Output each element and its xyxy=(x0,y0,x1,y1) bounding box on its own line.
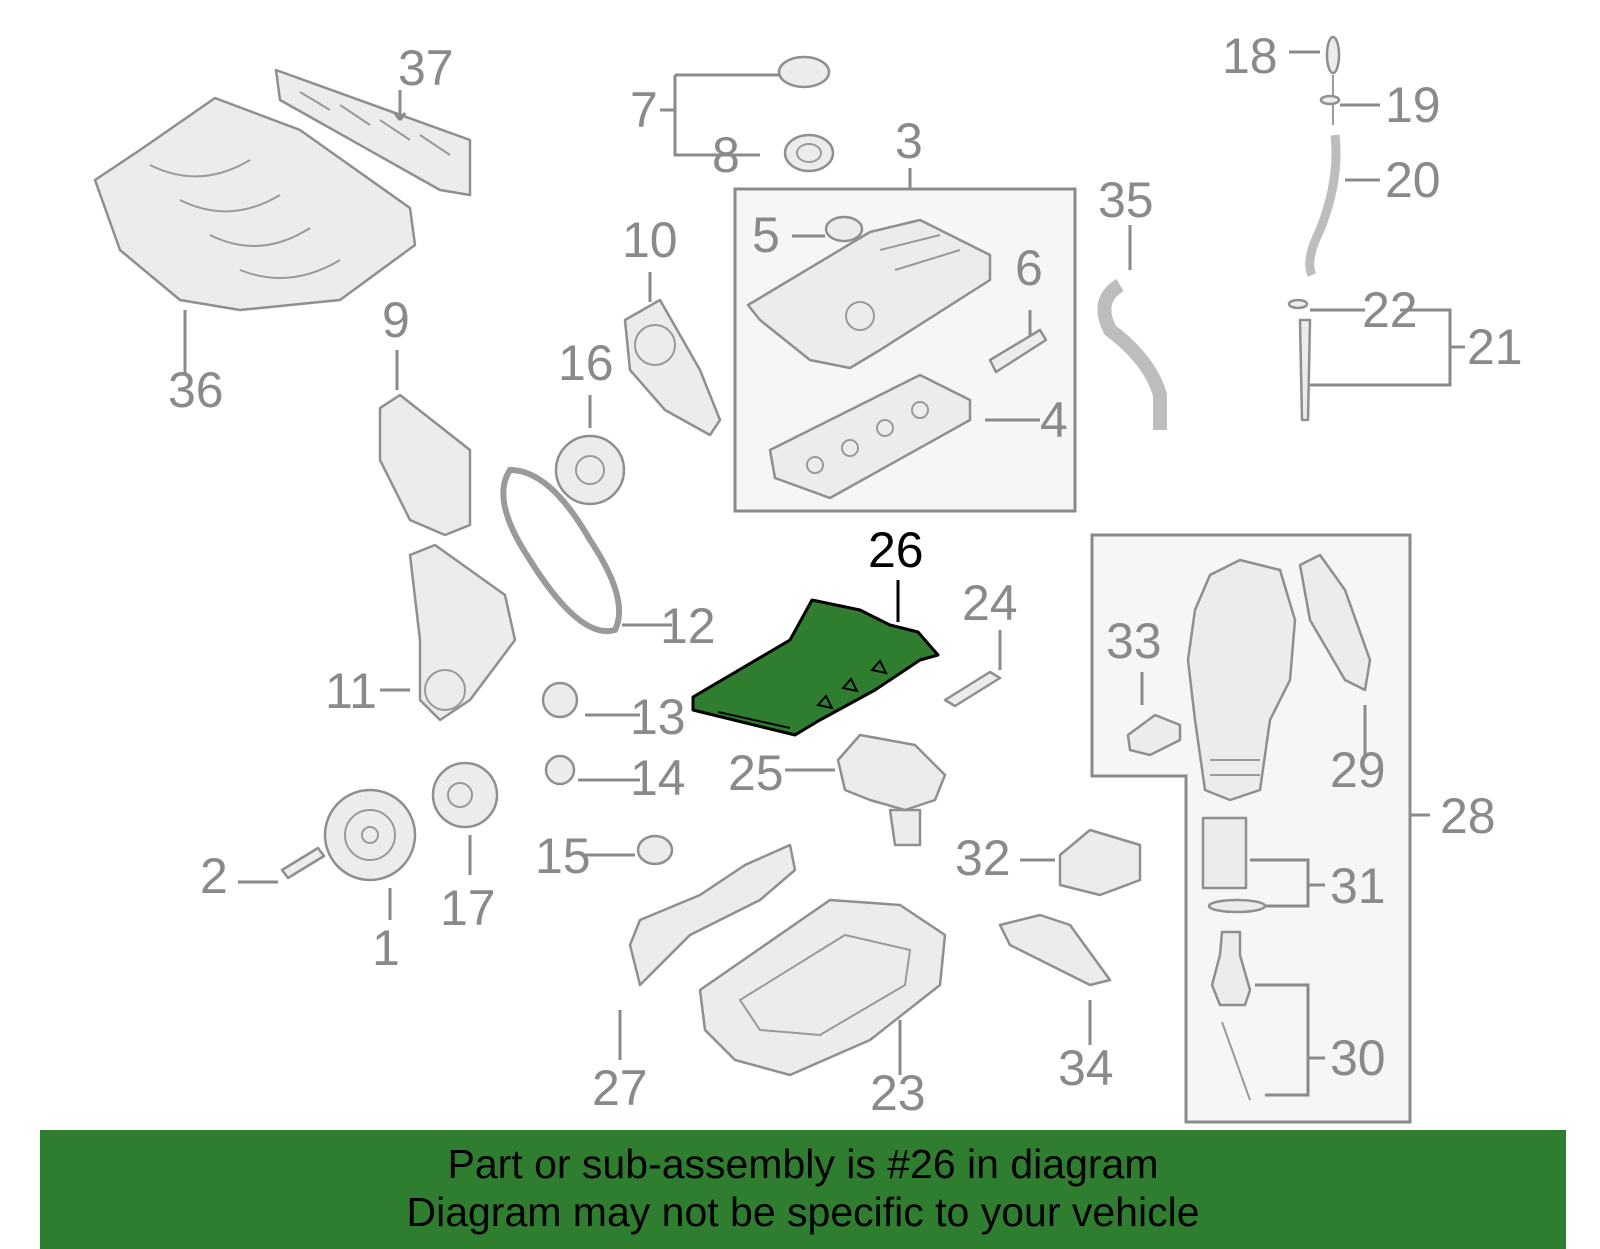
callout-2: 2 xyxy=(200,848,228,904)
tensioner-roller-part-14 xyxy=(544,754,576,786)
callout-29: 29 xyxy=(1330,742,1386,798)
callout-37: 37 xyxy=(398,40,454,96)
o-ring-part-19 xyxy=(1319,94,1341,106)
callout-26: 26 xyxy=(868,522,924,578)
intake-gasket-part-37 xyxy=(274,68,472,197)
crank-sprocket-part-17 xyxy=(431,761,499,829)
oil-baffle-part-27 xyxy=(628,843,797,987)
callout-7: 7 xyxy=(630,82,658,138)
filter-housing xyxy=(1186,558,1297,802)
guide-tube-part-21 xyxy=(1298,318,1312,422)
callout-4: 4 xyxy=(1040,392,1068,448)
callout-25: 25 xyxy=(728,745,784,801)
callout-14: 14 xyxy=(630,750,686,806)
filter-element-part-31 xyxy=(1201,816,1248,890)
dipstick-tube-part-20 xyxy=(1305,134,1341,277)
timing-belt-part-12 xyxy=(500,466,623,635)
drain-valve-part-30 xyxy=(1210,930,1252,1101)
oil-cap-part-7 xyxy=(777,55,831,89)
leader-lines xyxy=(183,50,1465,1097)
rear-cover-part-10 xyxy=(623,298,722,437)
bolt-part-2 xyxy=(280,846,326,880)
timing-cover-part-9 xyxy=(378,393,472,537)
callout-21: 21 xyxy=(1467,319,1523,375)
callout-13: 13 xyxy=(630,689,686,745)
callout-12: 12 xyxy=(660,598,716,654)
bracket-part-34 xyxy=(998,913,1112,987)
callout-16: 16 xyxy=(558,335,614,391)
oil-cooler-part-32 xyxy=(1058,828,1142,897)
breather-hose-part-35 xyxy=(1097,278,1167,430)
valve-cover-part-3 xyxy=(746,218,992,370)
group-box-28 xyxy=(1090,533,1412,1124)
banner-line-disclaimer: Diagram may not be specific to your vehi… xyxy=(406,1189,1200,1235)
callout-9: 9 xyxy=(382,292,410,348)
callout-10: 10 xyxy=(622,212,678,268)
callout-32: 32 xyxy=(955,830,1011,886)
highlighted-part-26 xyxy=(691,598,940,737)
oil-pump-part-25 xyxy=(836,733,947,847)
callout-27: 27 xyxy=(592,1060,648,1116)
callout-35: 35 xyxy=(1098,172,1154,228)
callout-1: 1 xyxy=(372,920,400,976)
seal-set-part-33 xyxy=(1126,713,1182,757)
intake-manifold-part-36 xyxy=(93,96,417,312)
info-banner: Part or sub-assembly is #26 in diagram D… xyxy=(40,1130,1566,1249)
callout-24: 24 xyxy=(962,575,1018,631)
banner-line-part-number: Part or sub-assembly is #26 in diagram xyxy=(447,1141,1159,1187)
callout-33: 33 xyxy=(1106,613,1162,669)
valve-gasket-part-4 xyxy=(768,373,972,500)
dipstick-part-18 xyxy=(1325,35,1341,125)
filter-o-ring-part-31 xyxy=(1207,898,1267,914)
camshaft-sprocket-part-16 xyxy=(554,434,626,506)
callout-23: 23 xyxy=(870,1065,926,1121)
callout-22: 22 xyxy=(1362,282,1418,338)
callout-31: 31 xyxy=(1330,858,1386,914)
callout-15: 15 xyxy=(535,828,591,884)
callout-6: 6 xyxy=(1015,240,1043,296)
gasket-part-24 xyxy=(943,670,1002,708)
callout-3: 3 xyxy=(895,113,923,169)
callout-30: 30 xyxy=(1330,1030,1386,1086)
callout-20: 20 xyxy=(1385,152,1441,208)
callout-11: 11 xyxy=(325,663,377,719)
sensor-part-6 xyxy=(988,328,1048,374)
cap-seal-part-8 xyxy=(783,133,835,173)
callout-34: 34 xyxy=(1058,1040,1114,1096)
callout-28: 28 xyxy=(1440,788,1496,844)
callout-19: 19 xyxy=(1385,77,1441,133)
cap-part-5 xyxy=(824,215,864,243)
callout-36: 36 xyxy=(168,362,224,418)
callout-18: 18 xyxy=(1222,28,1278,84)
callout-8: 8 xyxy=(712,127,740,183)
timing-cover-lower-part-11 xyxy=(408,543,517,722)
callout-17: 17 xyxy=(440,880,496,936)
filter-gasket-part-29 xyxy=(1298,553,1372,692)
oil-pan-part-23 xyxy=(698,898,947,1077)
bushing-part-15 xyxy=(636,834,674,866)
crankshaft-pulley-part-1 xyxy=(323,788,417,882)
o-ring-part-22 xyxy=(1287,298,1309,310)
idler-roller-part-13 xyxy=(541,681,579,719)
callout-5: 5 xyxy=(752,207,780,263)
